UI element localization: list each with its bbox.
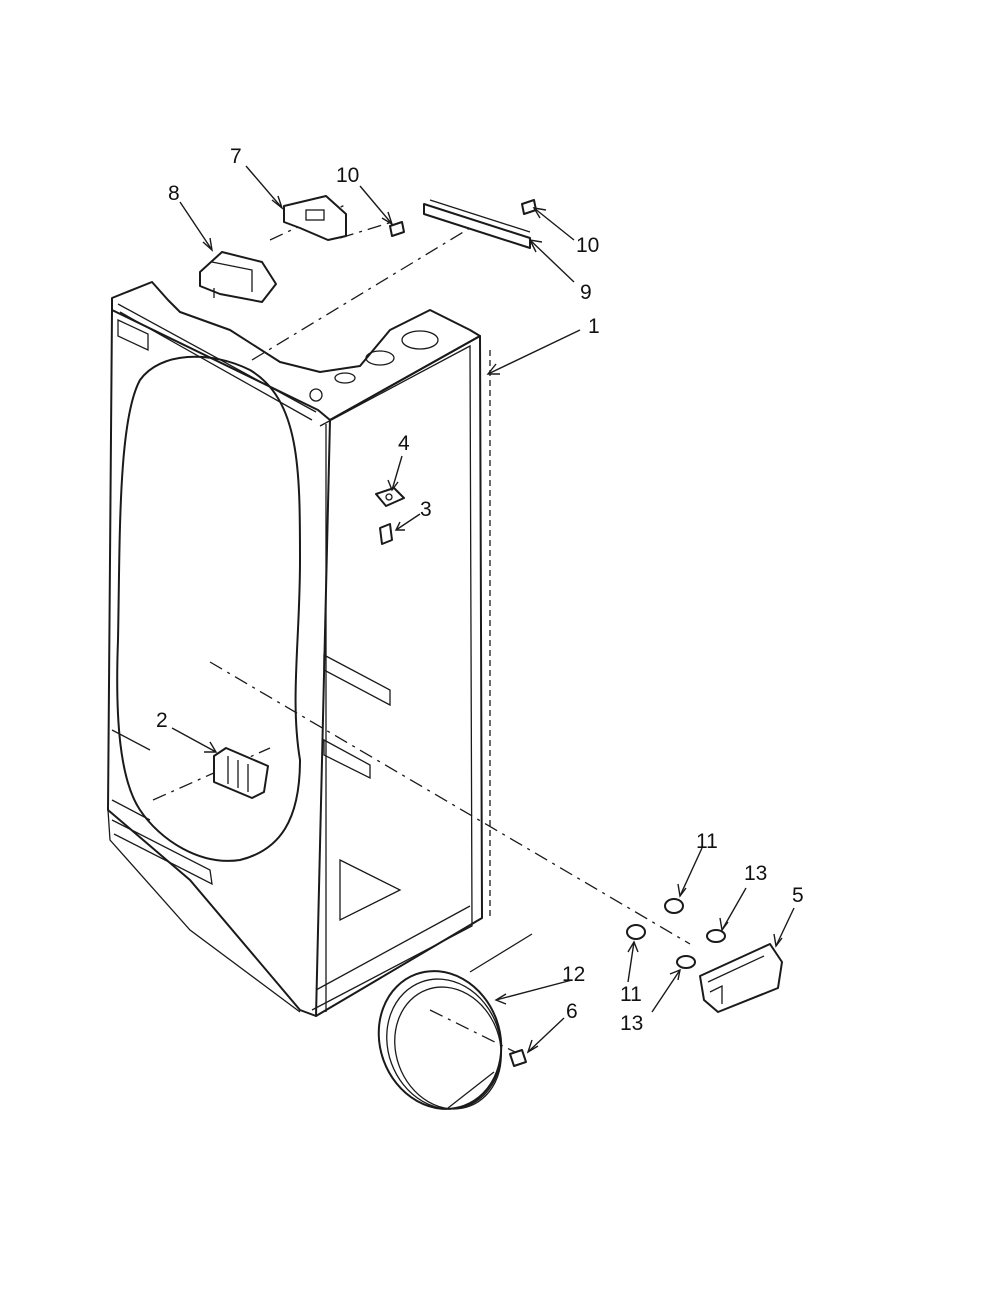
part-13-screw-upper <box>706 929 726 943</box>
callout-3: 3 <box>420 498 432 521</box>
callout-13-lower: 13 <box>620 1012 643 1035</box>
callout-2: 2 <box>156 709 168 732</box>
callout-6: 6 <box>566 1000 578 1023</box>
part-2-vent <box>213 747 269 799</box>
callout-11-upper: 11 <box>696 830 718 853</box>
callout-10-left: 10 <box>336 164 359 187</box>
part-12-tubing <box>377 933 533 1110</box>
part-5-handle <box>699 943 783 1013</box>
part-10-screw-left <box>389 221 405 237</box>
part-4-clip <box>375 487 405 507</box>
part-8-module <box>199 251 277 303</box>
part-13-screw-lower <box>676 955 696 969</box>
callout-1: 1 <box>588 315 600 338</box>
part-11-bushing-upper <box>664 898 684 914</box>
callout-13-upper: 13 <box>744 862 767 885</box>
leader-arrows <box>171 165 795 1054</box>
callout-11-lower: 11 <box>620 983 642 1006</box>
callout-9: 9 <box>580 281 592 304</box>
part-3-screw <box>379 523 393 545</box>
callout-12: 12 <box>562 963 585 986</box>
callout-10-right: 10 <box>576 234 599 257</box>
part-9-rail <box>423 199 531 249</box>
part-10-screw-right <box>521 199 537 215</box>
cabinet <box>107 281 491 1017</box>
callout-5: 5 <box>792 884 804 907</box>
part-11-bushing-lower <box>626 924 646 940</box>
callout-8: 8 <box>168 182 180 205</box>
part-7-bracket <box>283 195 347 241</box>
callout-4: 4 <box>398 432 410 455</box>
part-6-screw <box>509 1049 527 1067</box>
callout-labels: 7 10 8 10 9 1 4 3 2 11 13 5 12 6 11 13 <box>156 145 804 1035</box>
callout-7: 7 <box>230 145 242 168</box>
